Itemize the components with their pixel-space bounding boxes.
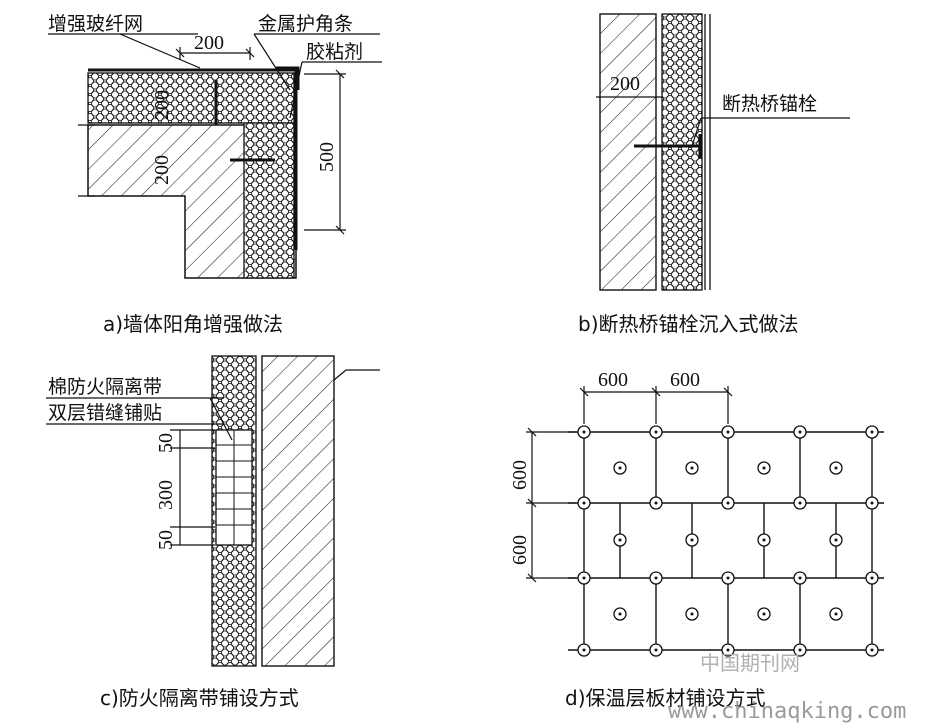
panel-d-dim-v1: 600 xyxy=(509,460,531,490)
panel-b-anchor xyxy=(634,134,702,158)
panel-c-dimension-lines xyxy=(46,397,233,546)
panel-c-slab-outline xyxy=(333,369,380,381)
panel-b-dim-depth: 200 xyxy=(610,73,640,95)
panel-b-caption: b)断热桥锚栓沉入式做法 xyxy=(578,312,799,336)
panel-d-anchors xyxy=(577,425,879,657)
panel-a-label-adhesive: 胶粘剂 xyxy=(306,41,363,63)
panel-a-label-corner-strip: 金属护角条 xyxy=(258,13,353,35)
watermark-url: www.chinaqking.com xyxy=(668,699,906,724)
panel-c-wall-concrete xyxy=(261,355,335,667)
panel-a-dim-left-b: 200 xyxy=(151,155,173,185)
panel-c-caption: c)防火隔离带铺设方式 xyxy=(100,686,299,710)
panel-a-dim-top: 200 xyxy=(194,32,224,54)
panel-d-caption: d)保温层板材铺设方式 xyxy=(565,686,766,710)
panel-d-dimension-lines xyxy=(526,386,733,583)
panel-a-label-mesh: 增强玻纤网 xyxy=(48,13,143,35)
panel-b-wall-concrete xyxy=(599,13,657,291)
panel-d-anchor-centers xyxy=(582,430,874,652)
panel-a-insulation xyxy=(87,72,295,279)
panel-b-label-anchor: 断热桥锚栓 xyxy=(722,93,817,115)
panel-a: 增强玻纤网 金属护角条 胶粘剂 200 200 200 500 a)墙体阳角增强… xyxy=(48,13,382,336)
panel-a-dim-height: 500 xyxy=(316,142,338,172)
panel-c-dim-b: 300 xyxy=(155,480,177,510)
panel-c-label-line2: 双层错缝铺贴 xyxy=(48,402,162,424)
panel-d-dim-h2: 600 xyxy=(670,369,700,391)
panel-c: 棉防火隔离带 双层错缝铺贴 50 300 50 c)防火隔离带铺设方式 xyxy=(46,355,380,710)
panel-b-insulation xyxy=(661,13,703,291)
panel-a-anchor xyxy=(214,80,275,162)
panel-c-dim-c: 50 xyxy=(155,530,177,550)
panel-c-fire-barrier xyxy=(215,429,253,546)
panel-c-label-line1: 棉防火隔离带 xyxy=(48,376,162,398)
panel-d-dim-v2: 600 xyxy=(509,535,531,565)
panel-a-caption: a)墙体阳角增强做法 xyxy=(103,312,283,336)
panel-a-dimension-lines xyxy=(48,33,382,235)
panel-c-dim-a: 50 xyxy=(155,433,177,453)
panel-a-dim-left-a: 200 xyxy=(151,90,173,120)
watermark-cn: 中国期刊网 xyxy=(700,651,800,675)
panel-b-finish-layers xyxy=(704,14,711,290)
panel-d: 600 600 600 600 d)保温层板材铺设方式 xyxy=(509,369,884,710)
panel-d-dim-h1: 600 xyxy=(598,369,628,391)
panel-b: 200 断热桥锚栓 b)断热桥锚栓沉入式做法 xyxy=(578,13,850,336)
panel-b-dimension-lines xyxy=(596,96,850,147)
panel-a-mesh-line xyxy=(88,68,298,250)
